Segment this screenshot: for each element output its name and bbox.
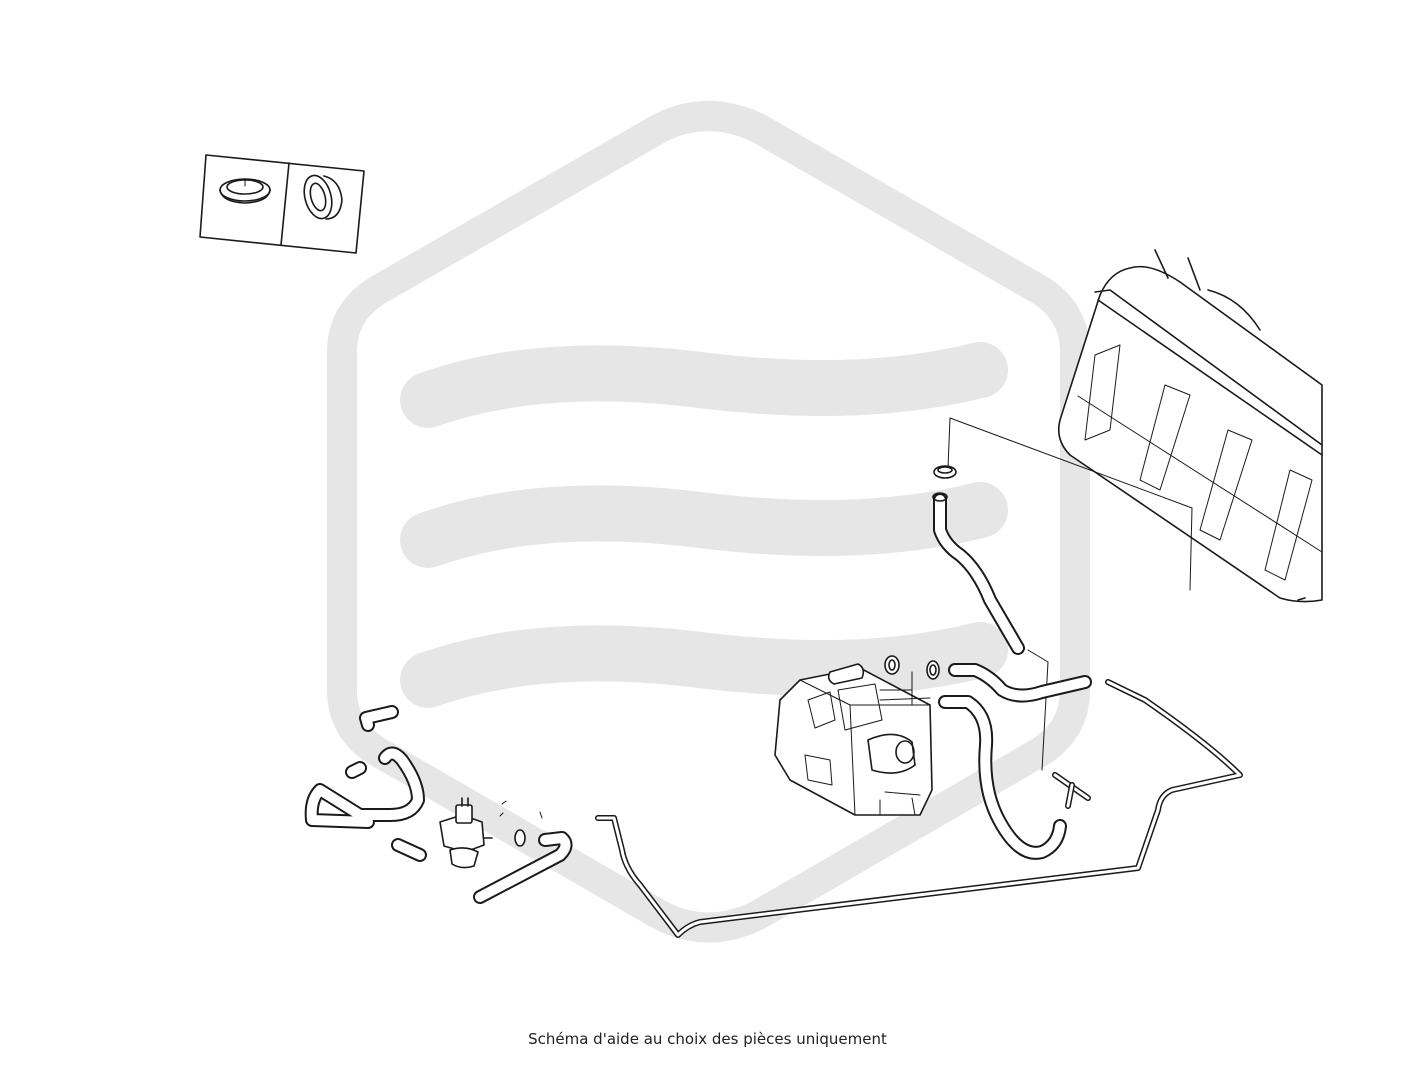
rigid-vapor-line: [595, 679, 1243, 938]
intake-manifold: [1057, 249, 1323, 603]
purge-valve: [439, 797, 543, 869]
manifold-hose: [948, 663, 1092, 703]
canister-loop-hose: [938, 695, 1067, 860]
hexagon-logo-icon: [327, 101, 1090, 943]
parts-inset-box: [199, 154, 365, 254]
hose-clamps: [884, 655, 940, 680]
upper-vent-hose: [932, 465, 1025, 655]
t-connector: [1052, 772, 1091, 809]
leader-lines: [947, 417, 1193, 771]
diagram-caption: Schéma d'aide au choix des pièces unique…: [528, 1030, 887, 1048]
left-hose-set: [304, 705, 573, 904]
grommet-icon: [303, 174, 343, 220]
canister-assembly: [774, 663, 933, 816]
seal-ring-icon: [219, 178, 271, 204]
